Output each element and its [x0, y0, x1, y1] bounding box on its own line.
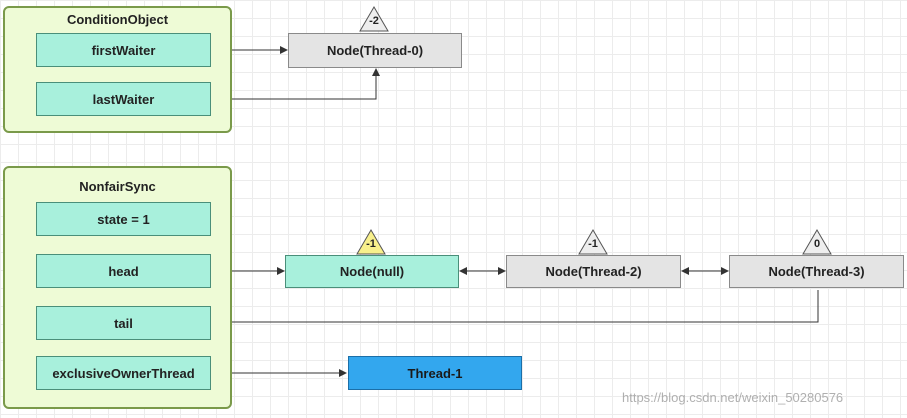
wait-status-thread-0: -2 — [369, 15, 379, 27]
wait-status-triangle-thread-2: -1 — [578, 229, 608, 255]
wait-status-triangle-null: -1 — [356, 229, 386, 255]
tail-field: tail — [36, 306, 211, 340]
last-waiter-arrow — [211, 68, 380, 100]
wait-status-null: -1 — [366, 238, 376, 250]
node-null: Node(null) — [285, 255, 459, 288]
first-waiter-field: firstWaiter — [36, 33, 211, 67]
wait-status-thread-2: -1 — [588, 238, 598, 250]
watermark: https://blog.csdn.net/weixin_50280576 — [622, 390, 844, 405]
node-thread-3: Node(Thread-3) — [729, 255, 904, 288]
node-thread-2: Node(Thread-2) — [506, 255, 681, 288]
tail-arrow — [212, 290, 819, 326]
state-field: state = 1 — [36, 202, 211, 236]
head-field: head — [36, 254, 211, 288]
last-waiter-field: lastWaiter — [36, 82, 211, 116]
condition-object-title: ConditionObject — [66, 12, 169, 27]
wait-status-triangle-thread-0: -2 — [359, 6, 389, 32]
wait-status-thread-3: 0 — [813, 238, 821, 250]
nonfair-sync-title: NonfairSync — [79, 179, 156, 194]
wait-status-triangle-thread-3: 0 — [802, 229, 832, 255]
owner-thread-1: Thread-1 — [348, 356, 522, 390]
node-thread-0: Node(Thread-0) — [288, 33, 462, 68]
exclusive-owner-thread-field: exclusiveOwnerThread — [36, 356, 211, 390]
